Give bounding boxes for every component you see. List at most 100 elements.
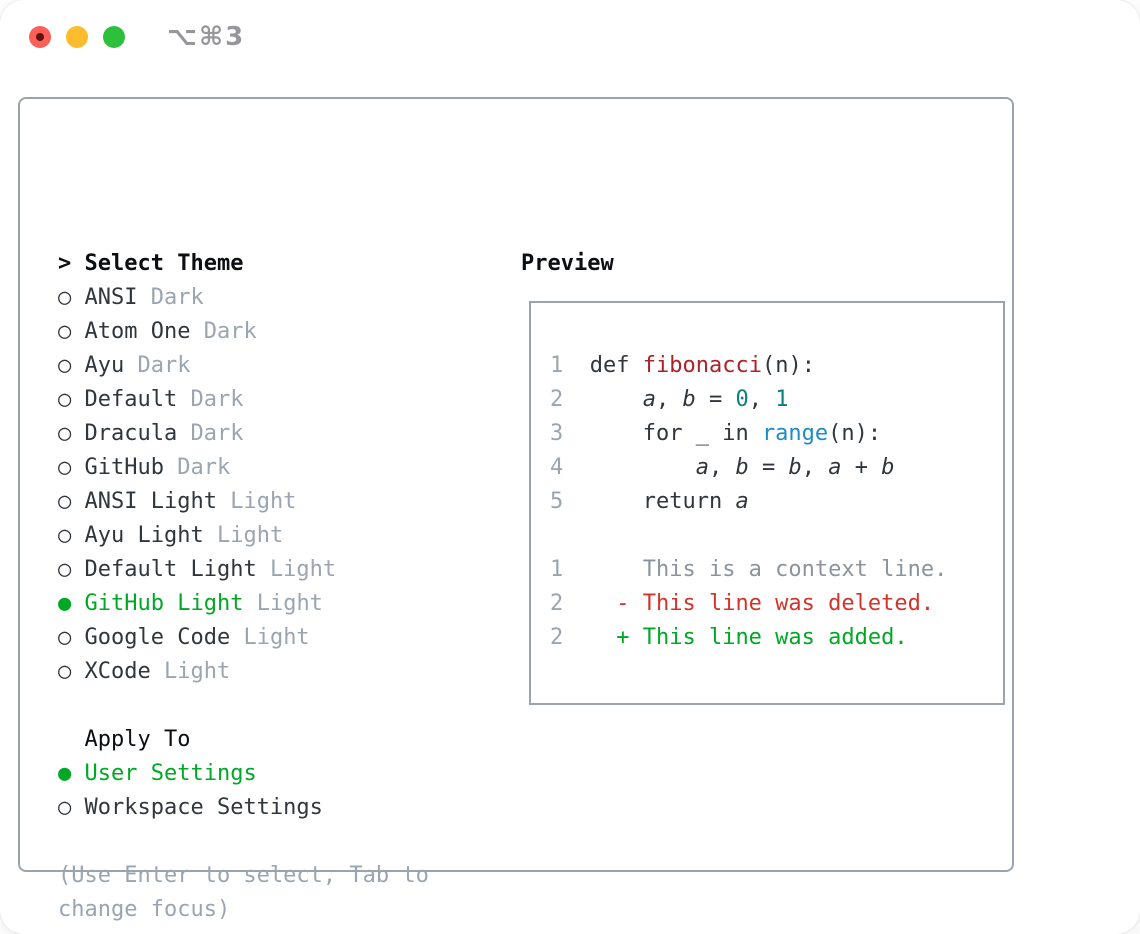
theme-variant-tag: Dark <box>190 387 244 412</box>
preview-title: Preview <box>521 251 614 276</box>
code-token-number: 0 <box>735 387 749 412</box>
code-token-plain: + <box>841 455 882 480</box>
diff-text-context: This is a context line. <box>616 557 948 582</box>
theme-name: XCode <box>84 659 151 684</box>
theme-picker-panel: > Select Theme ○ ANSI Dark○ Atom One Dar… <box>18 97 1014 922</box>
theme-option-ansi-light[interactable]: ○ ANSI Light Light <box>58 485 429 519</box>
apply-to-list: ● User Settings○ Workspace Settings <box>58 757 429 825</box>
select-theme-header: > Select Theme <box>58 247 429 281</box>
theme-variant-tag: Dark <box>137 353 191 378</box>
code-token-plain: , <box>708 455 736 480</box>
theme-name: ANSI Light <box>84 489 217 514</box>
code-line: 2 a, b = 0, 1 <box>550 383 1003 417</box>
theme-name: Ayu Light <box>84 523 204 548</box>
code-token-plain: = <box>695 387 736 412</box>
radio-marker-icon: ● <box>58 761 72 786</box>
theme-selector-column: > Select Theme ○ ANSI Dark○ Atom One Dar… <box>58 247 429 927</box>
theme-variant-tag: Light <box>216 523 284 548</box>
diff-text-added: + This line was added. <box>616 625 908 650</box>
theme-name: GitHub <box>84 455 164 480</box>
theme-variant-tag: Dark <box>190 421 244 446</box>
code-token-variable: a <box>735 489 749 514</box>
blank-line <box>550 519 1003 553</box>
theme-option-xcode[interactable]: ○ XCode Light <box>58 655 429 689</box>
line-number: 2 <box>550 625 564 650</box>
code-token-variable: b <box>735 455 749 480</box>
theme-option-github-light[interactable]: ● GitHub Light Light <box>58 587 429 621</box>
apply-to-header: Apply To <box>84 727 191 752</box>
radio-marker-icon: ○ <box>58 489 72 514</box>
theme-name: Ayu <box>84 353 125 378</box>
code-line: 3 for _ in range(n): <box>550 417 1003 451</box>
radio-marker-icon: ○ <box>58 387 72 412</box>
radio-marker-icon: ○ <box>58 659 72 684</box>
apply-option-label: Workspace Settings <box>84 795 323 820</box>
diff-line-added: 2 + This line was added. <box>550 621 1003 655</box>
line-number: 2 <box>550 387 564 412</box>
code-token-plain: return <box>589 489 736 514</box>
code-token-plain: (n): <box>828 421 882 446</box>
theme-name: Google Code <box>84 625 231 650</box>
titlebar: ⌥⌘3 <box>0 0 1140 74</box>
code-token-number: 1 <box>775 387 789 412</box>
theme-variant-tag: Light <box>243 625 310 650</box>
radio-marker-icon: ○ <box>58 557 72 582</box>
theme-option-ansi[interactable]: ○ ANSI Dark <box>58 281 429 315</box>
select-theme-title: Select Theme <box>84 251 244 276</box>
code-line: 1 def fibonacci(n): <box>550 349 1003 383</box>
code-token-plain: , <box>801 455 829 480</box>
line-number: 2 <box>550 591 564 616</box>
apply-to-section: Apply To ● User Settings○ Workspace Sett… <box>58 723 429 825</box>
code-token-variable: a <box>828 455 842 480</box>
line-number: 5 <box>550 489 564 514</box>
theme-variant-tag: Light <box>269 557 337 582</box>
radio-marker-icon: ○ <box>58 319 72 344</box>
code-token-variable: b <box>682 387 696 412</box>
theme-name: Default Light <box>84 557 257 582</box>
radio-marker-icon: ● <box>58 591 72 616</box>
radio-marker-icon: ○ <box>58 285 72 310</box>
theme-option-ayu-light[interactable]: ○ Ayu Light Light <box>58 519 429 553</box>
apply-option-user-settings[interactable]: ● User Settings <box>58 757 429 791</box>
theme-variant-tag: Light <box>230 489 297 514</box>
code-token-plain: (n): <box>761 353 815 378</box>
code-token-plain: for _ in <box>589 421 762 446</box>
theme-option-github[interactable]: ○ GitHub Dark <box>58 451 429 485</box>
line-number: 3 <box>550 421 564 446</box>
theme-variant-tag: Dark <box>177 455 231 480</box>
theme-option-atom-one[interactable]: ○ Atom One Dark <box>58 315 429 349</box>
code-token-plain: , <box>655 387 683 412</box>
diff-text-deleted: - This line was deleted. <box>616 591 935 616</box>
code-line: 4 a, b = b, a + b <box>550 451 1003 485</box>
line-number: 1 <box>550 353 564 378</box>
code-token-builtin: range <box>761 421 829 446</box>
theme-option-ayu[interactable]: ○ Ayu Dark <box>58 349 429 383</box>
close-dot-icon <box>36 33 44 41</box>
keyboard-hint: (Use Enter to select, Tab to change focu… <box>58 859 429 927</box>
code-token-plain: = <box>748 455 789 480</box>
code-token-plain <box>590 387 643 412</box>
code-line: 5 return a <box>550 485 1003 519</box>
theme-option-dracula[interactable]: ○ Dracula Dark <box>58 417 429 451</box>
hint-line: change focus) <box>58 897 231 922</box>
theme-option-default[interactable]: ○ Default Dark <box>58 383 429 417</box>
theme-option-google-code[interactable]: ○ Google Code Light <box>58 621 429 655</box>
minimize-button[interactable] <box>66 26 88 48</box>
code-token-plain: def <box>589 353 643 378</box>
diff-line-context: 1 This is a context line. <box>550 553 1003 587</box>
zoom-button[interactable] <box>103 26 125 48</box>
theme-option-default-light[interactable]: ○ Default Light Light <box>58 553 429 587</box>
code-token-variable: b <box>881 455 895 480</box>
radio-marker-icon: ○ <box>58 455 72 480</box>
radio-marker-icon: ○ <box>58 421 72 446</box>
theme-name: ANSI <box>84 285 138 310</box>
close-button[interactable] <box>29 26 51 48</box>
apply-option-workspace-settings[interactable]: ○ Workspace Settings <box>58 791 429 825</box>
radio-marker-icon: ○ <box>58 523 72 548</box>
apply-option-label: User Settings <box>84 761 257 786</box>
theme-list: ○ ANSI Dark○ Atom One Dark○ Ayu Dark○ De… <box>58 281 429 689</box>
theme-name: Default <box>84 387 178 412</box>
theme-variant-tag: Dark <box>150 285 204 310</box>
